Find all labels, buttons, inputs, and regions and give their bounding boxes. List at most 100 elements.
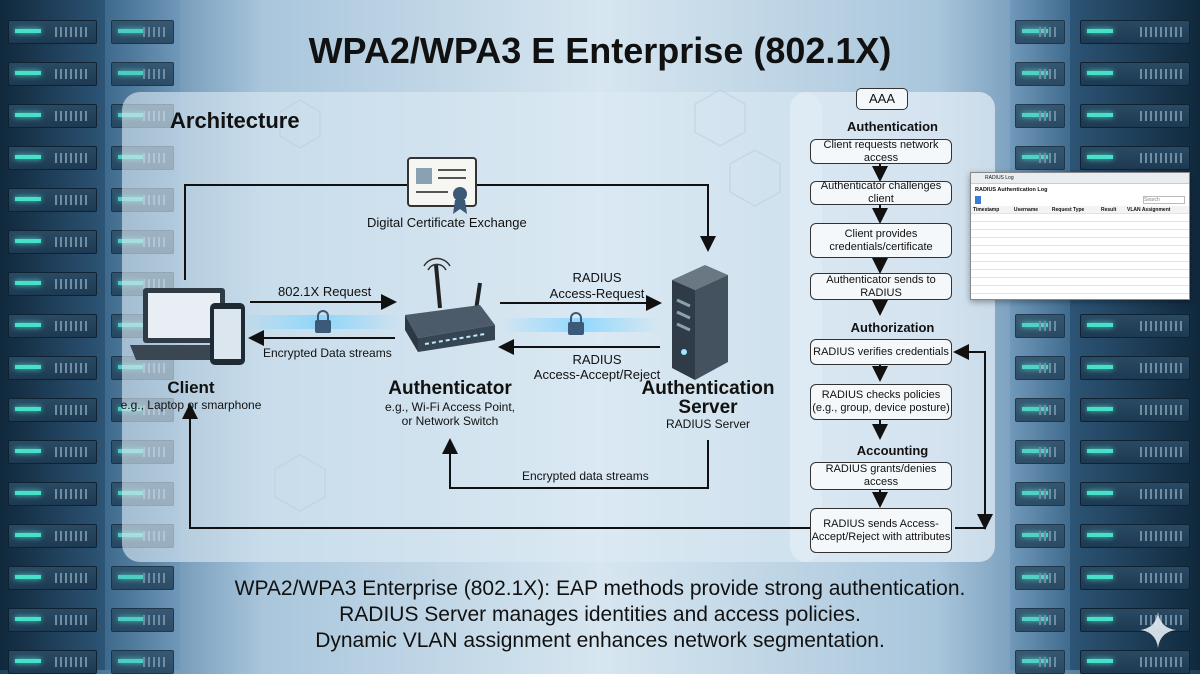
rack-unit [1080,146,1190,170]
log-col-header: Timestamp [971,206,1012,214]
aaa-step: Client requests network access [810,139,952,164]
aaa-step: RADIUS sends Access-Accept/Reject with a… [810,508,952,553]
table-row[interactable] [971,269,1189,278]
rack-unit [8,608,97,632]
table-row[interactable] [971,229,1189,238]
rack-unit [8,272,97,296]
table-row[interactable] [971,277,1189,286]
rack-unit [1014,356,1066,380]
log-titlebar: RADIUS Log [971,173,1189,184]
cert-exchange-label: Digital Certificate Exchange [367,215,527,230]
rack-unit [8,398,97,422]
table-row[interactable] [971,245,1189,254]
log-export-button[interactable]: ​ [975,196,981,204]
authorization-heading: Authorization [850,320,935,335]
table-row[interactable] [971,213,1189,222]
rack-unit [8,146,97,170]
rack-unit [1014,146,1066,170]
rack-unit [1014,566,1066,590]
rack-unit [1080,104,1190,128]
lock-icon [315,310,331,333]
server-icon [672,265,728,380]
request-label: 802.1X Request [278,284,372,299]
log-col-header: Result [1099,206,1125,214]
table-row[interactable] [971,285,1189,294]
authenticator-label: Authenticator [388,378,512,399]
rack-unit [8,230,97,254]
rack-unit [8,566,97,590]
rack-unit [1080,398,1190,422]
rack-unit [1080,524,1190,548]
radius-accept-label-2: Access-Accept/Reject [533,367,661,382]
rack-unit [1014,440,1066,464]
client-sublabel: e.g., Laptop or smarphone [120,398,262,412]
accounting-return-connector [182,403,810,529]
rack-unit [1080,440,1190,464]
rack-unit [8,524,97,548]
client-label: Client [167,378,215,397]
caption-line-1: WPA2/WPA3 Enterprise (802.1X): EAP metho… [234,577,966,600]
rack-unit [8,188,97,212]
rack-unit [1080,20,1190,44]
encrypted-return-label: Encrypted data streams [522,469,649,483]
rack-unit [1014,482,1066,506]
rack-unit [8,20,97,44]
rack-unit [111,20,174,44]
table-row[interactable] [971,261,1189,270]
rack-unit [8,104,97,128]
table-row[interactable] [971,221,1189,230]
table-row[interactable] [971,253,1189,262]
rack-unit [1014,314,1066,338]
rack-unit [8,440,97,464]
log-col-header: Request Type [1049,206,1099,214]
aaa-step: Authenticator sends to RADIUS [810,273,952,300]
sparkle-icon [1140,612,1176,648]
certificate-icon [407,157,477,214]
log-col-header: Username [1011,206,1050,214]
caption-line-2: RADIUS Server manages identities and acc… [339,603,861,626]
aaa-step: RADIUS grants/denies access [810,462,952,490]
accounting-heading: Accounting [856,443,929,458]
rack-unit [111,566,174,590]
server-rack-left [0,0,105,674]
radius-request-label-1: RADIUS [572,270,622,285]
log-col-header: VLAN Assignment [1125,206,1189,214]
aaa-step: Client provides credentials/certificate [810,223,952,258]
radius-request-label-2: Access-Request [549,286,645,301]
router-icon [405,257,495,352]
rack-unit [1014,104,1066,128]
encrypted-label: Encrypted Data streams [263,346,392,360]
log-search-input[interactable]: Search [1143,196,1185,204]
caption-line-3: Dynamic VLAN assignment enhances network… [315,629,885,652]
architecture-heading: Architecture [170,108,300,133]
authenticator-sublabel-1: e.g., Wi-Fi Access Point, [384,400,516,414]
rack-unit [8,314,97,338]
authenticator-sublabel-2: or Network Switch [401,414,499,428]
aaa-step: RADIUS verifies credentials [810,339,952,365]
rack-unit [1014,62,1066,86]
rack-unit [1080,608,1190,632]
page-title: WPA2/WPA3 E Enterprise (802.1X) [308,30,892,71]
rack-unit [8,482,97,506]
rack-unit [1080,482,1190,506]
hexagon-decoration [274,89,781,512]
rack-unit [111,608,174,632]
radius-accept-label-1: RADIUS [572,352,622,367]
authentication-heading: Authentication [847,119,938,134]
radius-log-window[interactable]: RADIUS Log RADIUS Authentication Log ​ S… [970,172,1190,300]
rack-unit [1014,608,1066,632]
auth-server-label-2: Server [678,397,738,418]
auth-server-label-1: Authentication [641,378,775,399]
rack-unit [8,356,97,380]
log-heading: RADIUS Authentication Log [975,187,1048,193]
rack-unit [1080,566,1190,590]
rack-unit [1080,62,1190,86]
lock-icon [568,312,584,335]
aaa-feedback-loop [953,344,986,529]
rack-unit [8,62,97,86]
aaa-step: Authenticator challenges client [810,180,952,205]
log-table: Timestamp Username Request Type Result V… [971,206,1189,294]
aaa-badge: AAA [856,88,908,110]
table-row[interactable] [971,237,1189,246]
